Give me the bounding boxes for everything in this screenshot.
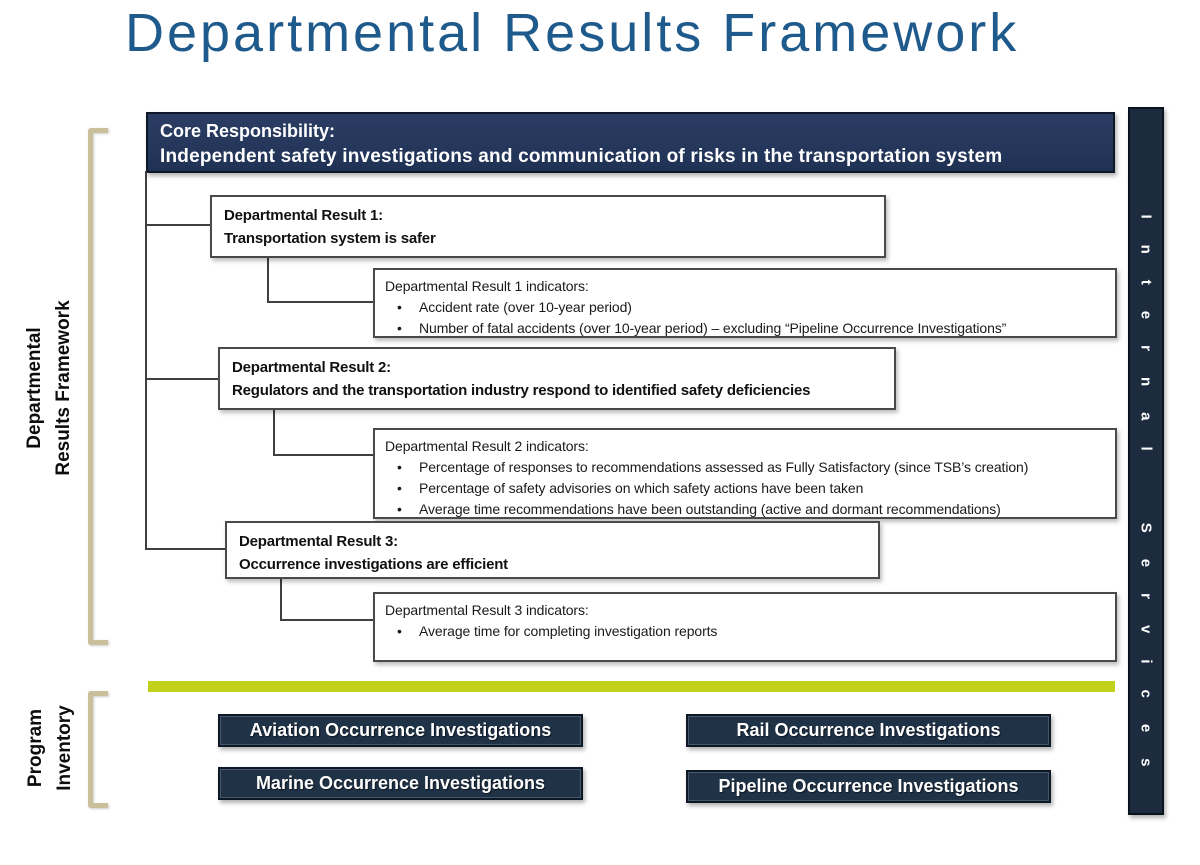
indicator-item: Number of fatal accidents (over 10-year … — [385, 318, 1105, 339]
result3-indicators-title: Departmental Result 3 indicators: — [385, 602, 589, 618]
result2-indicators-list: Percentage of responses to recommendatio… — [385, 457, 1105, 520]
trunk-line — [145, 171, 147, 550]
indicator-item: Percentage of safety advisories on which… — [385, 478, 1105, 499]
result1-indicators-list: Accident rate (over 10-year period) Numb… — [385, 297, 1105, 339]
branch-line-result2 — [145, 378, 219, 380]
program-label-line2: Inventory — [54, 705, 76, 791]
program-inventory-label: Program Inventory — [21, 683, 85, 813]
result1-indicators-box: Departmental Result 1 indicators: Accide… — [373, 268, 1117, 339]
result3-title: Departmental Result 3: — [239, 533, 398, 550]
result3-box: Departmental Result 3: Occurrence invest… — [225, 521, 880, 579]
result1-description: Transportation system is safer — [224, 230, 436, 248]
indicator1-connector-vertical — [267, 256, 269, 303]
indicator1-connector-horizontal — [267, 301, 374, 303]
core-responsibility-label: Core Responsibility: — [160, 121, 336, 141]
framework-label-line2: Results Framework — [53, 300, 75, 476]
result2-title: Departmental Result 2: — [232, 359, 391, 376]
internal-services-label: Internal Services — [1137, 213, 1155, 793]
result2-description: Regulators and the transportation indust… — [232, 382, 811, 400]
indicator-item: Average time for completing investigatio… — [385, 621, 1105, 642]
internal-services-bar: Internal Services — [1128, 107, 1164, 815]
program-aviation: Aviation Occurrence Investigations — [218, 714, 583, 747]
framework-section-label: Departmental Results Framework — [20, 278, 84, 498]
program-rail: Rail Occurrence Investigations — [686, 714, 1051, 747]
branch-line-result3 — [145, 548, 226, 550]
core-responsibility-header: Core Responsibility: Independent safety … — [146, 112, 1115, 173]
framework-label-line1: Departmental — [24, 327, 45, 449]
program-label-line1: Program — [25, 708, 46, 788]
program-marine-label: Marine Occurrence Investigations — [255, 773, 546, 793]
program-pipeline-label: Pipeline Occurrence Investigations — [718, 776, 1019, 796]
program-aviation-label: Aviation Occurrence Investigations — [249, 720, 552, 740]
core-responsibility-text: Independent safety investigations and co… — [160, 146, 1003, 167]
indicator-item: Average time recommendations have been o… — [385, 499, 1105, 520]
result3-indicators-list: Average time for completing investigatio… — [385, 621, 1105, 642]
indicator3-connector-horizontal — [280, 619, 374, 621]
indicator2-connector-horizontal — [273, 454, 374, 456]
program-pipeline: Pipeline Occurrence Investigations — [686, 770, 1051, 803]
indicator-item: Accident rate (over 10-year period) — [385, 297, 1105, 318]
page-title: Departmental Results Framework — [125, 3, 1020, 63]
indicator3-connector-vertical — [280, 577, 282, 621]
result3-description: Occurrence investigations are efficient — [239, 556, 508, 574]
framework-bracket — [88, 128, 108, 645]
program-inventory-bracket — [88, 691, 108, 808]
branch-line-result1 — [145, 224, 211, 226]
indicator2-connector-vertical — [273, 408, 275, 456]
result2-indicators-box: Departmental Result 2 indicators: Percen… — [373, 428, 1117, 520]
program-marine: Marine Occurrence Investigations — [218, 767, 583, 800]
indicator-item: Percentage of responses to recommendatio… — [385, 457, 1105, 478]
result2-box: Departmental Result 2: Regulators and th… — [218, 347, 896, 410]
result2-indicators-title: Departmental Result 2 indicators: — [385, 438, 589, 454]
result1-indicators-title: Departmental Result 1 indicators: — [385, 278, 589, 294]
result1-box: Departmental Result 1: Transportation sy… — [210, 195, 886, 258]
section-divider-bar — [148, 681, 1115, 692]
result3-indicators-box: Departmental Result 3 indicators: Averag… — [373, 592, 1117, 662]
result1-title: Departmental Result 1: — [224, 207, 383, 224]
program-rail-label: Rail Occurrence Investigations — [736, 720, 1001, 740]
